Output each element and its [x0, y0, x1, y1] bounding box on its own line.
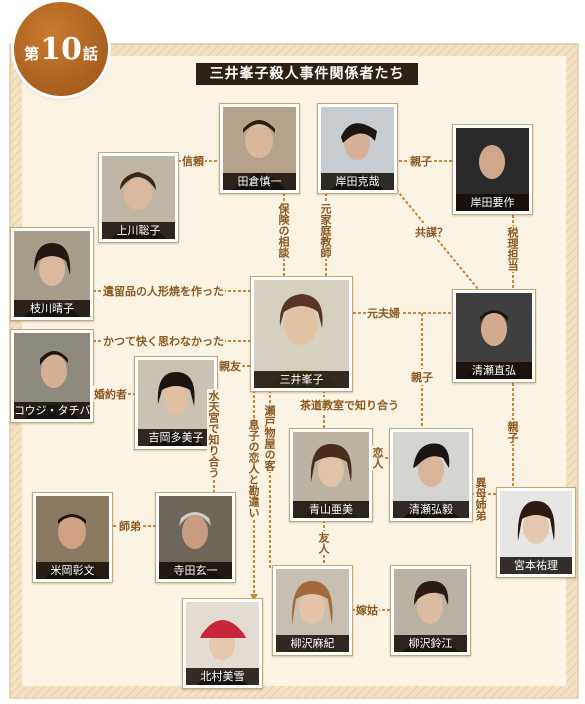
- relation-label-half-siblings: 異母姉弟: [474, 476, 487, 522]
- relation-label-made-ningyoyaki: 遺留品の人形焼を作った: [102, 283, 225, 299]
- portrait-photo: 清瀬直弘: [456, 293, 532, 379]
- name-label: 柳沢麻紀: [276, 635, 349, 652]
- relation-label-insurance: 保険の相談: [277, 202, 290, 259]
- person-taguchi: 田倉慎一: [219, 103, 300, 194]
- relation-label-fiance: 婚約者: [93, 386, 128, 402]
- chart-title: 三井峯子殺人事件関係者たち: [196, 63, 418, 85]
- relation-label-tax-accountant: 税理担当: [506, 226, 519, 272]
- relation-label-trust: 信頼: [181, 153, 205, 169]
- name-label: 清瀬弘毅: [393, 501, 469, 518]
- person-miyamoto: 宮本祐理: [496, 487, 576, 578]
- portrait-photo: 清瀬弘毅: [393, 432, 469, 518]
- name-label: 三井峯子: [254, 371, 349, 388]
- person-koji-tachibana: コウジ・タチバナ: [10, 329, 94, 423]
- portrait-photo: 寺田玄一: [159, 496, 232, 579]
- name-label: 田倉慎一: [223, 173, 296, 190]
- name-label: 青山亜美: [293, 501, 369, 518]
- relation-label-parent-child-1: 親子: [409, 153, 433, 169]
- episode-number: 10: [40, 31, 82, 67]
- relation-label-lovers: 恋人: [371, 446, 384, 470]
- person-yanagisawa-maki: 柳沢麻紀: [272, 565, 353, 656]
- portrait-photo: 青山亜美: [293, 432, 369, 518]
- person-yoneoka: 米岡彰文: [32, 492, 113, 583]
- relation-label-former-spouses: 元夫婦: [366, 305, 401, 321]
- relation-label-in-laws: 嫁姑: [355, 602, 379, 618]
- person-kitamura: 北村美雪: [182, 598, 263, 689]
- person-kiyose-hiroki: 清瀬弘毅: [389, 428, 473, 522]
- name-label: 柳沢鈴江: [394, 635, 467, 652]
- person-edagawa: 枝川晴子: [10, 227, 94, 321]
- name-label: 宮本祐理: [500, 557, 572, 574]
- name-label: 米岡彰文: [36, 562, 109, 579]
- person-uekawa: 上川聡子: [98, 152, 179, 243]
- relation-label-disliked: かつて快く思わなかった: [102, 333, 225, 349]
- name-label: 吉岡多美子: [138, 429, 214, 446]
- episode-badge: 第 10 話: [14, 2, 108, 96]
- name-label: 岸田克哉: [321, 173, 394, 190]
- relation-label-tea-ceremony: 茶道教室で知り合う: [299, 397, 400, 413]
- person-yanagisawa-suzue: 柳沢鈴江: [390, 565, 471, 656]
- relation-label-mistaken-lover: 息子の恋人と勘違い: [247, 418, 260, 519]
- relation-label-former-tutor: 元家庭教師: [319, 202, 332, 259]
- relation-label-suitengu: 水天宮で知り合う: [207, 389, 220, 479]
- portrait-photo: 上川聡子: [102, 156, 175, 239]
- portrait-photo: 米岡彰文: [36, 496, 109, 579]
- relation-label-friends: 友人: [317, 531, 330, 555]
- portrait-photo: 岸田要作: [456, 128, 529, 211]
- relation-label-parent-child-2: 親子: [410, 369, 434, 385]
- relation-label-parent-child-3: 親子: [506, 420, 519, 444]
- portrait-photo: 田倉慎一: [223, 107, 296, 190]
- name-label: 寺田玄一: [159, 562, 232, 579]
- relation-label-best-friend: 親友: [218, 358, 242, 374]
- person-mitsui: 三井峯子: [250, 276, 353, 392]
- portrait-photo: 岸田克哉: [321, 107, 394, 190]
- relation-label-china-shop-customer: 瀬戸物屋の客: [263, 404, 276, 472]
- relation-label-conspiracy: 共謀？: [414, 224, 449, 240]
- person-yoshioka: 吉岡多美子: [134, 356, 218, 450]
- portrait-photo: 北村美雪: [186, 602, 259, 685]
- portrait-photo: コウジ・タチバナ: [14, 333, 90, 419]
- name-label: 北村美雪: [186, 668, 259, 685]
- episode-prefix: 第: [24, 44, 40, 63]
- name-label: 岸田要作: [456, 194, 529, 211]
- person-kishida-katsuya: 岸田克哉: [317, 103, 398, 194]
- episode-suffix: 話: [82, 44, 98, 63]
- person-kiyose-naohiro: 清瀬直弘: [452, 289, 536, 383]
- portrait-photo: 三井峯子: [254, 280, 349, 388]
- portrait-photo: 柳沢麻紀: [276, 569, 349, 652]
- person-terada: 寺田玄一: [155, 492, 236, 583]
- person-kishida-yosaku: 岸田要作: [452, 124, 533, 215]
- portrait-photo: 宮本祐理: [500, 491, 572, 574]
- portrait-photo: 柳沢鈴江: [394, 569, 467, 652]
- name-label: 清瀬直弘: [456, 362, 532, 379]
- portrait-photo: 枝川晴子: [14, 231, 90, 317]
- portrait-photo: 吉岡多美子: [138, 360, 214, 446]
- name-label: コウジ・タチバナ: [14, 402, 90, 419]
- person-aoyama: 青山亜美: [289, 428, 373, 522]
- name-label: 上川聡子: [102, 222, 175, 239]
- relation-label-master-disciple: 師弟: [118, 518, 142, 534]
- name-label: 枝川晴子: [14, 300, 90, 317]
